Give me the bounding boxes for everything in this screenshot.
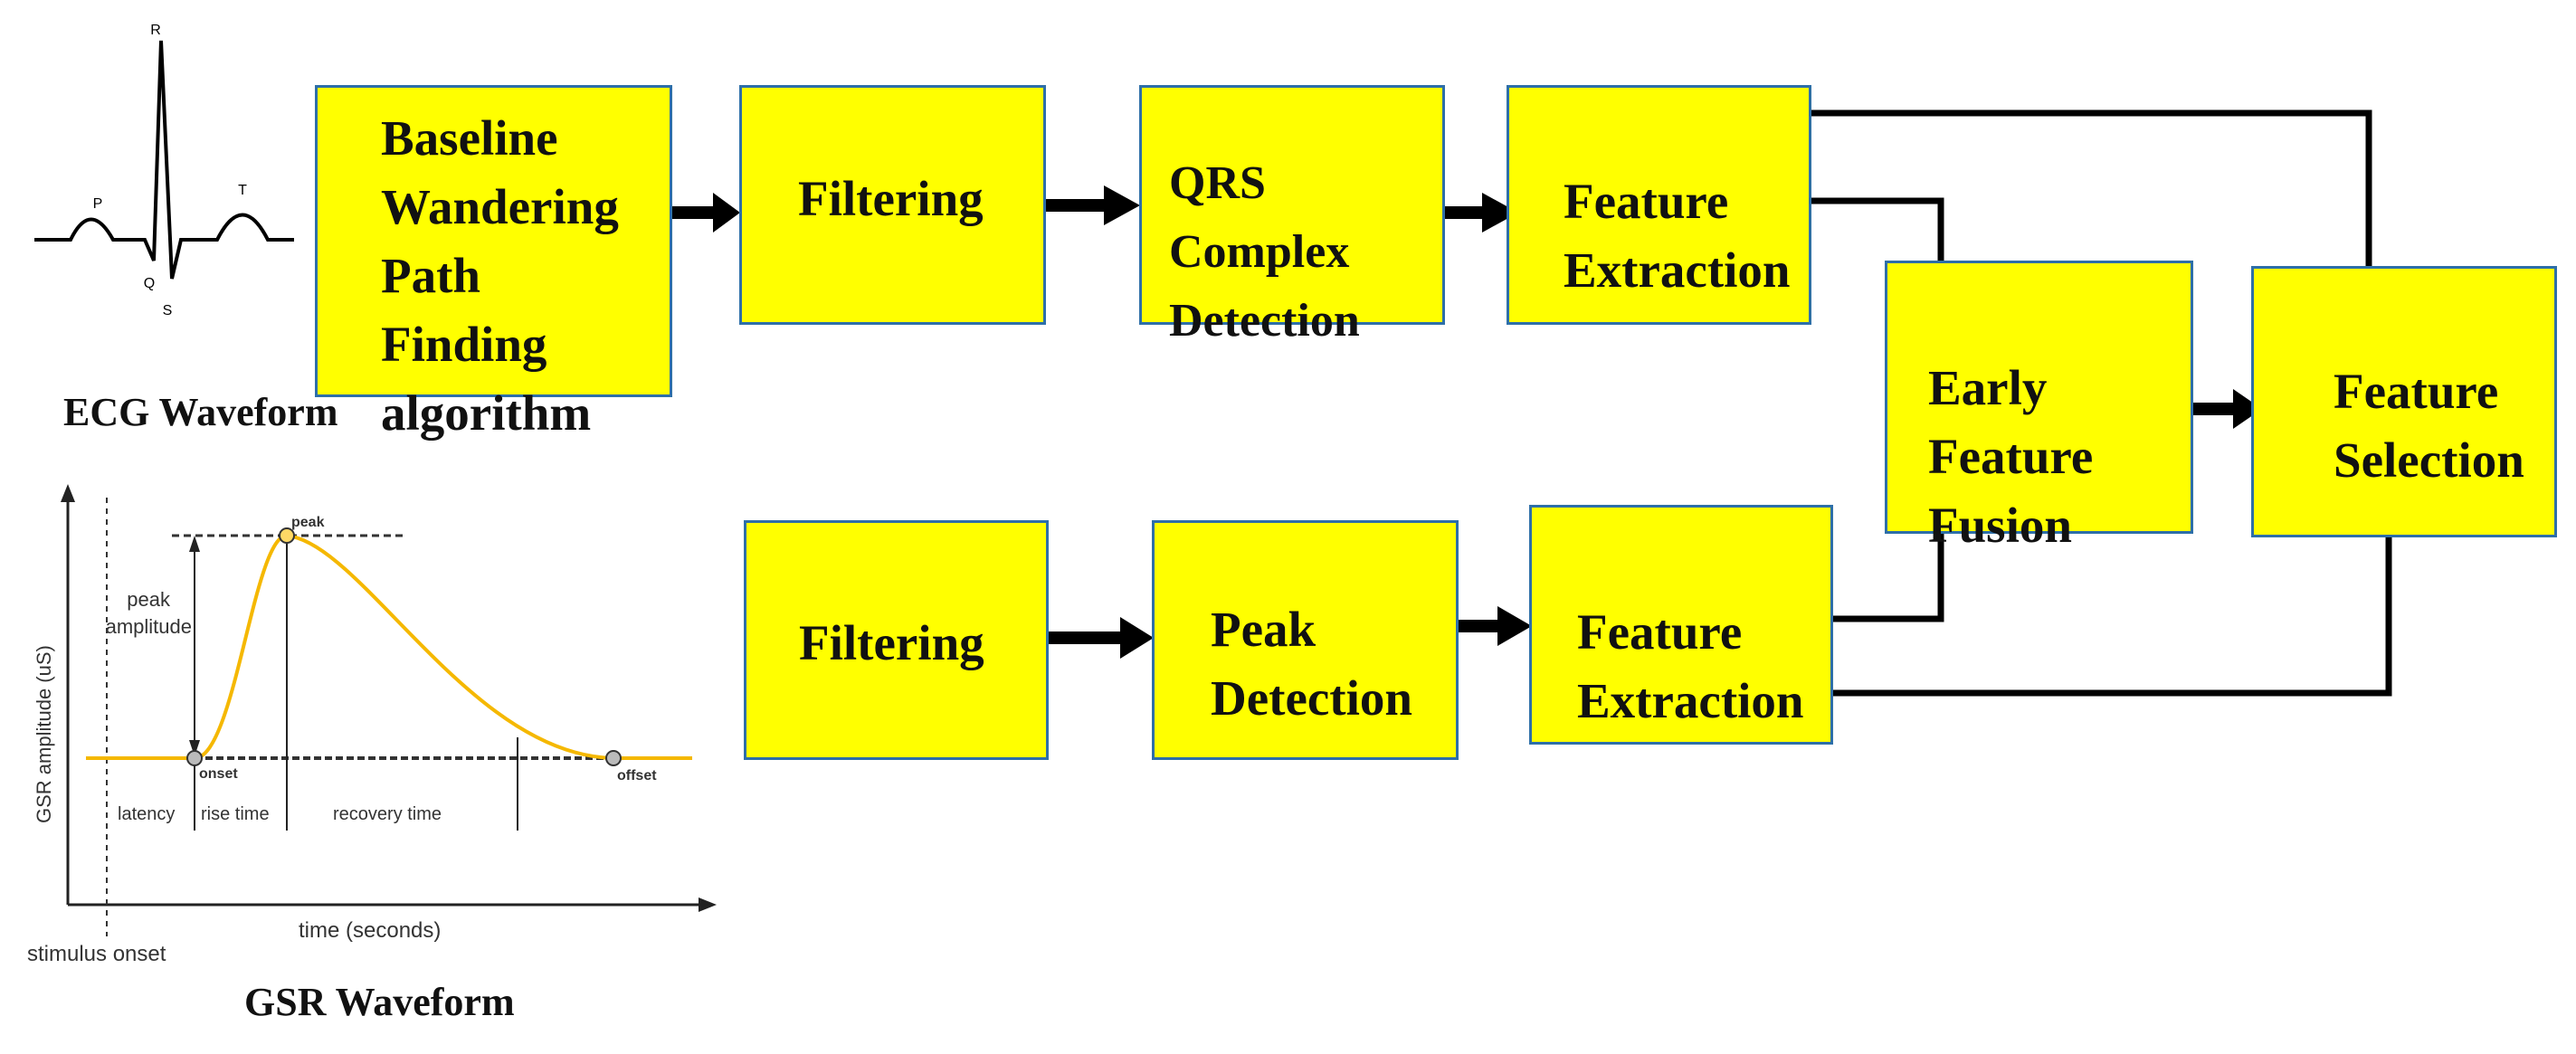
box-baseline-wandering: Baseline Wandering Path Finding algorith…: [315, 85, 672, 441]
ecg-label-s: S: [163, 303, 173, 318]
gsr-peak-amplitude-label-1: peak: [127, 588, 171, 611]
box-ecg-feature-extraction-label: Feature Extraction: [1564, 174, 1791, 298]
box-ecg-feature-extraction: Feature Extraction: [1507, 85, 1811, 325]
gsr-rise-time-label: rise time: [201, 804, 270, 824]
box-gsr-filtering-label: Filtering: [799, 615, 984, 670]
gsr-waveform: GSR amplitude (uS) time (seconds) stimul…: [27, 484, 717, 966]
box-peak-detection: Peak Detection: [1152, 520, 1459, 760]
ecg-label-t: T: [238, 183, 247, 198]
box-qrs-detection-label: QRS Complex Detection: [1169, 157, 1360, 347]
gsr-recovery-time-label: recovery time: [333, 804, 442, 824]
gsr-peak-label: peak: [291, 515, 325, 530]
box-gsr-feature-extraction-label: Feature Extraction: [1577, 604, 1804, 728]
box-ecg-filtering: Filtering: [739, 85, 1046, 325]
gsr-onset-label: onset: [199, 766, 238, 782]
box-feature-selection: Feature Selection: [2251, 266, 2557, 537]
gsr-offset-label: offset: [617, 768, 657, 783]
gsr-waveform-caption: GSR Waveform: [244, 980, 515, 1024]
gsr-stimulus-label: stimulus onset: [27, 942, 166, 966]
box-early-feature-fusion: Early Feature Fusion: [1885, 261, 2193, 553]
box-ecg-filtering-label: Filtering: [798, 171, 984, 226]
box-qrs-detection: QRS Complex Detection: [1139, 85, 1445, 347]
gsr-latency-label: latency: [118, 804, 175, 824]
ecg-label-q: Q: [144, 276, 155, 291]
ecg-waveform-caption: ECG Waveform: [63, 390, 338, 434]
connectors: [670, 109, 2392, 697]
arrowheads: [713, 185, 2262, 659]
box-peak-detection-label: Peak Detection: [1211, 602, 1412, 726]
ecg-label-p: P: [93, 196, 103, 212]
box-baseline-wandering-label: Baseline Wandering Path Finding algorith…: [381, 110, 619, 441]
box-gsr-filtering: Filtering: [744, 520, 1049, 760]
box-feature-selection-label: Feature Selection: [2334, 364, 2524, 488]
ecg-label-r: R: [150, 23, 161, 38]
box-gsr-feature-extraction: Feature Extraction: [1529, 505, 1833, 745]
gsr-x-axis-label: time (seconds): [299, 918, 441, 943]
gsr-peak-amplitude-label-2: amplitude: [106, 615, 192, 638]
gsr-y-axis-label: GSR amplitude (uS): [33, 645, 55, 823]
ecg-waveform: R P T Q S: [34, 23, 294, 318]
box-early-feature-fusion-label: Early Feature Fusion: [1928, 360, 2094, 553]
